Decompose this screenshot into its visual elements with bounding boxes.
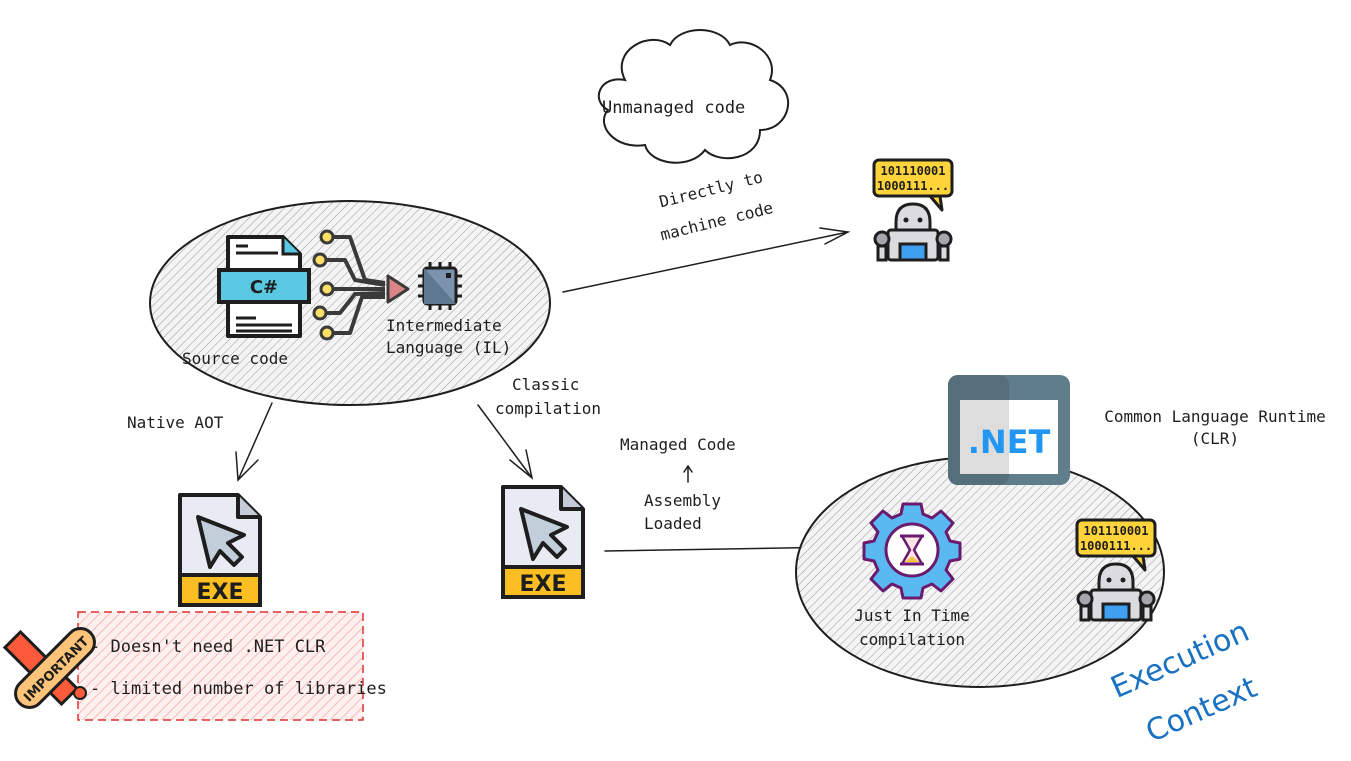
source-code-label: Source code xyxy=(182,349,288,368)
managed-code-label: Managed Code xyxy=(620,435,736,454)
clr-label-line1: Common Language Runtime xyxy=(1104,407,1326,426)
jit-label-line2: compilation xyxy=(859,630,965,649)
csharp-badge: C# xyxy=(250,277,278,298)
note-item: - Doesn't need .NET CLR xyxy=(90,637,326,657)
important-badge-icon: IMPORTANT xyxy=(2,627,96,709)
classic-label-line1: Classic xyxy=(512,375,580,394)
jit-label-line1: Just In Time xyxy=(854,606,970,625)
note-item: - limited number of libraries xyxy=(90,679,387,699)
classic-label-line2: compilation xyxy=(495,399,601,418)
cloud-label: Unmanaged code xyxy=(602,98,746,118)
arrow-classic-compilation xyxy=(477,404,534,480)
native-aot-label: Native AOT xyxy=(127,413,224,432)
note-box xyxy=(77,611,364,721)
il-chip-icon xyxy=(418,262,462,310)
jit-gear-icon xyxy=(862,502,962,600)
machine-code-robot-icon xyxy=(872,158,954,262)
assembly-label-line2: Loaded xyxy=(644,514,702,533)
compiler-circuit-icon xyxy=(322,235,386,335)
classic-exe-icon xyxy=(501,485,585,599)
arrow-direct-machine-code xyxy=(562,227,851,293)
il-label-line1: Intermediate xyxy=(386,316,502,335)
il-label-line2: Language (IL) xyxy=(386,338,512,357)
csharp-file-icon: C# xyxy=(217,235,311,338)
dotnet-logo-icon: .NET xyxy=(948,375,1070,485)
arrow-native-aot xyxy=(235,402,273,482)
arrow-managed-code xyxy=(683,464,693,483)
native-exe-icon xyxy=(178,493,262,607)
clr-label-line2: (CLR) xyxy=(1190,429,1240,448)
unmanaged-code-cloud xyxy=(597,29,789,164)
assembly-label-line1: Assembly xyxy=(644,491,722,510)
dotnet-logo-text: .NET xyxy=(968,423,1051,461)
